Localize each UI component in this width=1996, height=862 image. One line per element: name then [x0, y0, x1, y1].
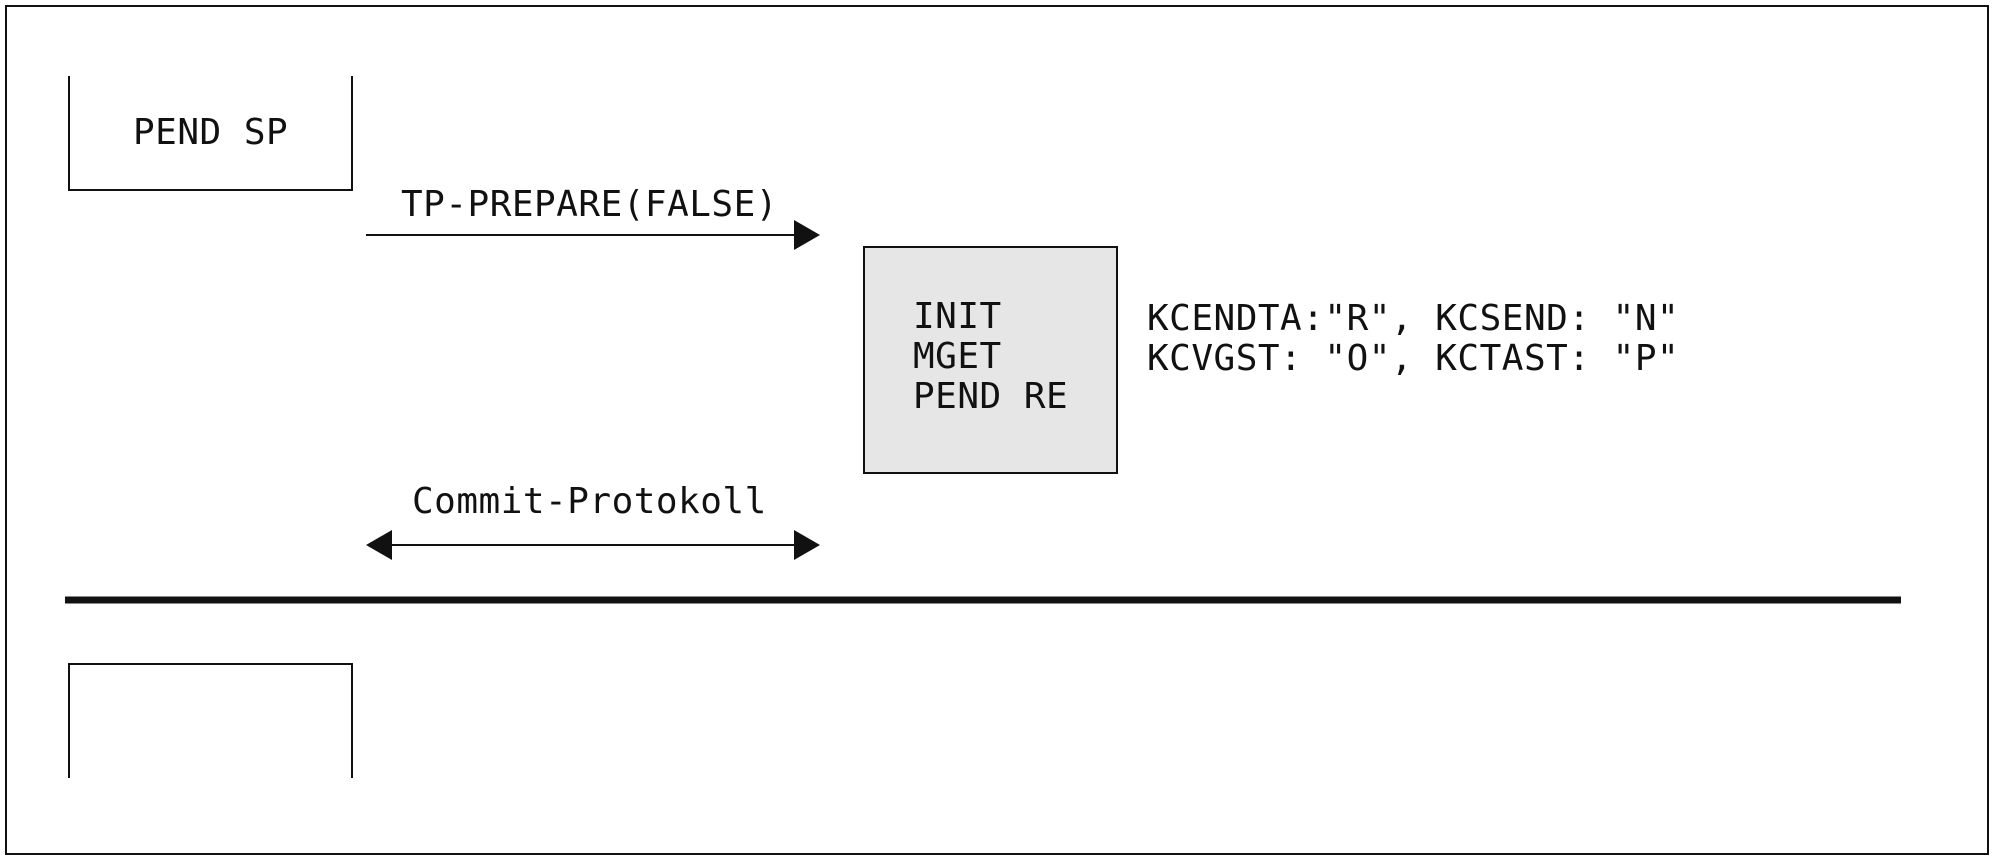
- commit-message-label: Commit-Protokoll: [412, 481, 767, 522]
- status-line-pend-re: PEND RE: [913, 376, 1069, 417]
- top-box-outline: [68, 76, 353, 191]
- commit-arrow-head-right: [794, 530, 820, 560]
- status-vars-line-2: KCVGST: "O", KCTAST: "P": [1147, 338, 1680, 379]
- status-box: [863, 246, 1118, 474]
- commit-arrow-head-left: [366, 530, 392, 560]
- bottom-box-outline: [68, 663, 353, 778]
- prepare-arrow-head: [794, 220, 820, 250]
- status-line-mget: MGET: [913, 336, 1002, 377]
- top-box-label: PEND SP: [133, 112, 289, 153]
- prepare-message-label: TP-PREPARE(FALSE): [401, 184, 778, 225]
- status-line-init: INIT: [913, 296, 1002, 337]
- status-vars-line-1: KCENDTA:"R", KCSEND: "N": [1147, 298, 1680, 339]
